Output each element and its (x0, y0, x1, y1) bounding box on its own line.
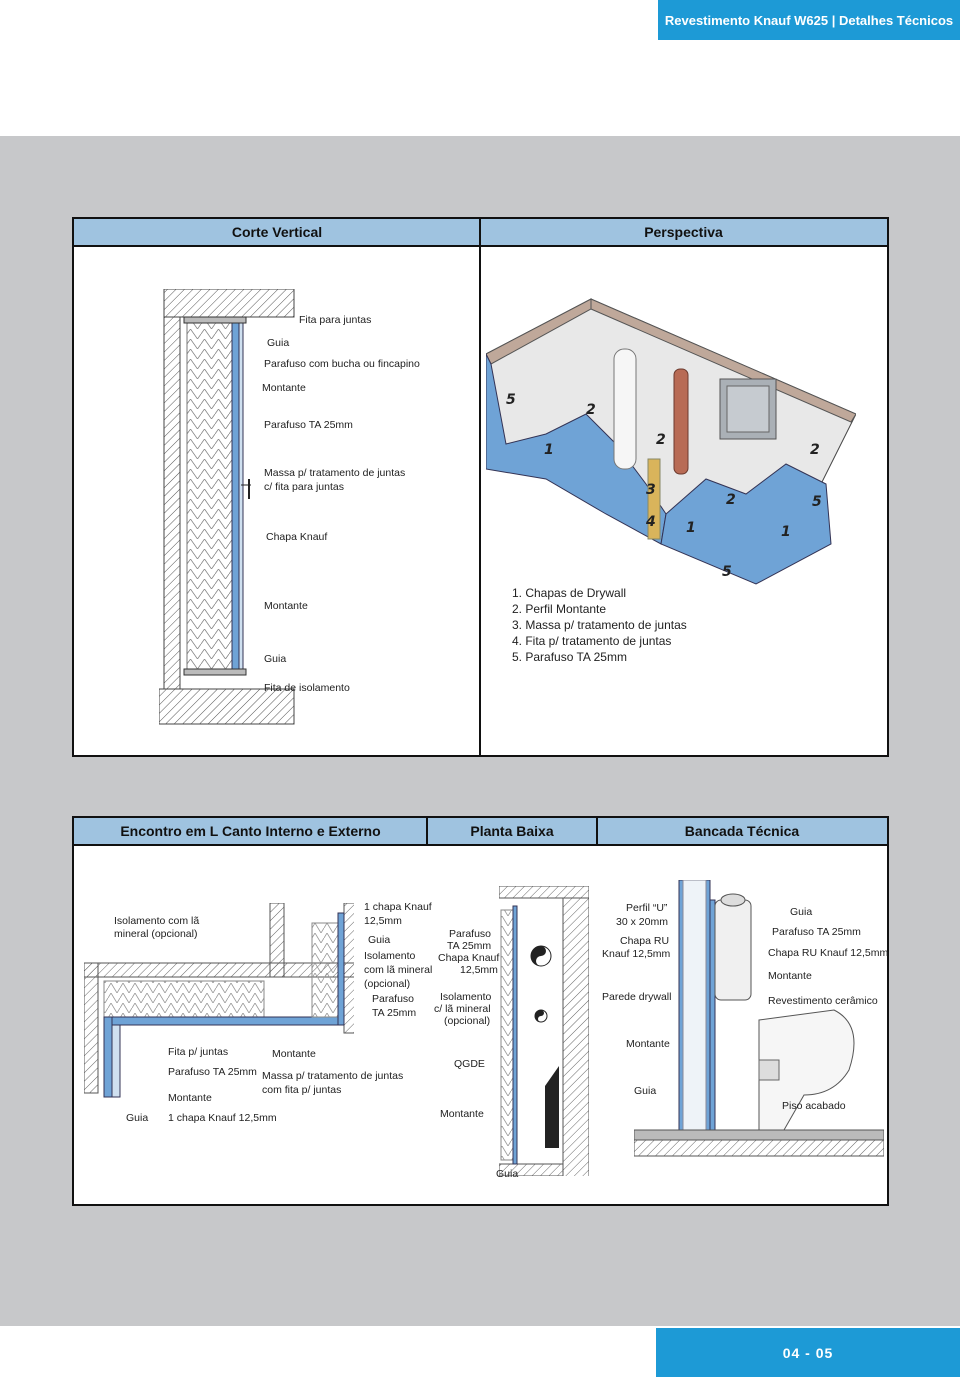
panel-vertical-perspective: Corte Vertical Perspectiva Fita para jun… (72, 217, 889, 757)
banc-chapa-ru-1: Chapa RU (620, 935, 670, 947)
enc-iso2-1: Isolamento (364, 950, 416, 962)
enc-chapa-1: 1 chapa Knauf (364, 901, 432, 913)
panel-divider (426, 818, 428, 846)
persp-num-2b: 2 (656, 432, 666, 448)
legend-item: 1. Chapas de Drywall (512, 586, 627, 600)
persp-num-1b: 1 (686, 520, 696, 536)
perspectiva-drawing: 5 1 2 2 3 4 1 2 1 5 5 2 (486, 298, 856, 585)
enc-paraf-2: TA 25mm (372, 1007, 417, 1019)
corte-vertical-drawing (159, 289, 295, 725)
panel-divider (479, 219, 481, 755)
enc-iso2-2: com lã mineral (364, 964, 433, 976)
enc-montante-low: Montante (168, 1092, 212, 1104)
persp-num-5b: 5 (812, 494, 822, 510)
banc-piso: Piso acabado (782, 1100, 846, 1112)
enc-massa-2: com fita p/ juntas (262, 1084, 342, 1096)
enc-chapa-low: 1 chapa Knauf 12,5mm (168, 1112, 277, 1124)
label-parafuso-bucha: Parafuso com bucha ou fincapino (264, 358, 420, 370)
banc-montante-r: Montante (768, 970, 812, 982)
enc-guia-low: Guia (126, 1112, 149, 1124)
planta-iso-1: Isolamento (440, 991, 492, 1003)
planta-paraf-2: TA 25mm (447, 940, 492, 952)
planta-guia: Guia (496, 1168, 519, 1180)
banc-revest: Revestimento cerâmico (768, 995, 878, 1007)
encontro-drawing (84, 903, 354, 1098)
page-number: 04 - 05 (656, 1328, 960, 1377)
enc-paraf-1: Parafuso (372, 993, 415, 1005)
label-montante-bottom: Montante (264, 600, 308, 612)
planta-drawing (499, 886, 589, 1176)
label-fita-isolamento: Fita de isolamento (264, 682, 350, 694)
persp-num-2a: 2 (586, 402, 596, 418)
header-title: Revestimento Knauf W625 | Detalhes Técni… (658, 0, 960, 40)
planta-chapa-1: Chapa Knauf (438, 952, 500, 964)
label-parafuso-ta: Parafuso TA 25mm (264, 419, 353, 431)
persp-num-5a: 5 (506, 392, 516, 408)
banc-parede: Parede drywall (602, 991, 672, 1003)
persp-num-1a: 1 (544, 442, 554, 458)
enc-parafuso-ta: Parafuso TA 25mm (168, 1066, 257, 1078)
planta-iso-3: (opcional) (444, 1015, 491, 1027)
enc-massa-1: Massa p/ tratamento de juntas (262, 1070, 404, 1082)
persp-num-2c: 2 (726, 492, 736, 508)
panel-head-perspectiva: Perspectiva (480, 219, 887, 247)
panel-head-encontro: Encontro em L Canto Interno e Externo (74, 818, 427, 846)
planta-paraf-1: Parafuso (449, 928, 492, 940)
enc-chapa-2: 12,5mm (364, 915, 402, 927)
legend-item: 4. Fita p/ tratamento de juntas (512, 634, 672, 648)
panel-divider (596, 818, 598, 846)
banc-guia-low: Guia (634, 1085, 657, 1097)
label-montante-top: Montante (262, 382, 306, 394)
label-guia-bottom: Guia (264, 653, 287, 665)
persp-num-2d: 2 (810, 442, 820, 458)
enc-fita: Fita p/ juntas (168, 1046, 229, 1058)
perspectiva-legend: 1. Chapas de Drywall 2. Perfil Montante … (512, 585, 687, 665)
planta-chapa-2: 12,5mm (460, 964, 498, 976)
banc-chapa-ru-2: Knauf 12,5mm (602, 948, 671, 960)
persp-num-5c: 5 (722, 564, 732, 580)
banc-perfil-2: 30 x 20mm (616, 916, 668, 928)
banc-parafuso: Parafuso TA 25mm (772, 926, 861, 938)
label-fita-juntas: Fita para juntas (299, 314, 372, 326)
planta-montante: Montante (440, 1108, 484, 1120)
persp-num-4: 4 (645, 514, 656, 530)
planta-iso-2: c/ lã mineral (434, 1003, 491, 1015)
banc-montante-mid: Montante (626, 1038, 670, 1050)
label-massa-1: Massa p/ tratamento de juntas (264, 467, 406, 479)
enc-iso-1: Isolamento com lã (114, 915, 200, 927)
enc-guia-r: Guia (368, 934, 391, 946)
bancada-drawing (634, 880, 884, 1157)
persp-num-1c: 1 (781, 524, 791, 540)
planta-qgde: QGDE (454, 1058, 485, 1070)
persp-num-3: 3 (646, 482, 656, 498)
enc-montante-mid: Montante (272, 1048, 316, 1060)
label-massa-2: c/ fita para juntas (264, 481, 344, 493)
banc-chapa-ru-r: Chapa RU Knauf 12,5mm (768, 947, 889, 959)
legend-item: 3. Massa p/ tratamento de juntas (512, 618, 687, 632)
panel-encontro-planta-bancada: Encontro em L Canto Interno e Externo Pl… (72, 816, 889, 1206)
panel-head-planta: Planta Baixa (427, 818, 597, 846)
enc-iso2-3: (opcional) (364, 978, 411, 990)
banc-guia-top: Guia (790, 906, 813, 918)
legend-item: 5. Parafuso TA 25mm (512, 650, 627, 664)
label-chapa-knauf: Chapa Knauf (266, 531, 328, 543)
panel-head-bancada: Bancada Técnica (597, 818, 887, 846)
banc-perfil-1: Perfil “U” (626, 902, 668, 914)
enc-iso-2: mineral (opcional) (114, 928, 198, 940)
legend-item: 2. Perfil Montante (512, 602, 607, 616)
label-guia-top: Guia (267, 337, 290, 349)
panel-head-corte: Corte Vertical (74, 219, 480, 247)
